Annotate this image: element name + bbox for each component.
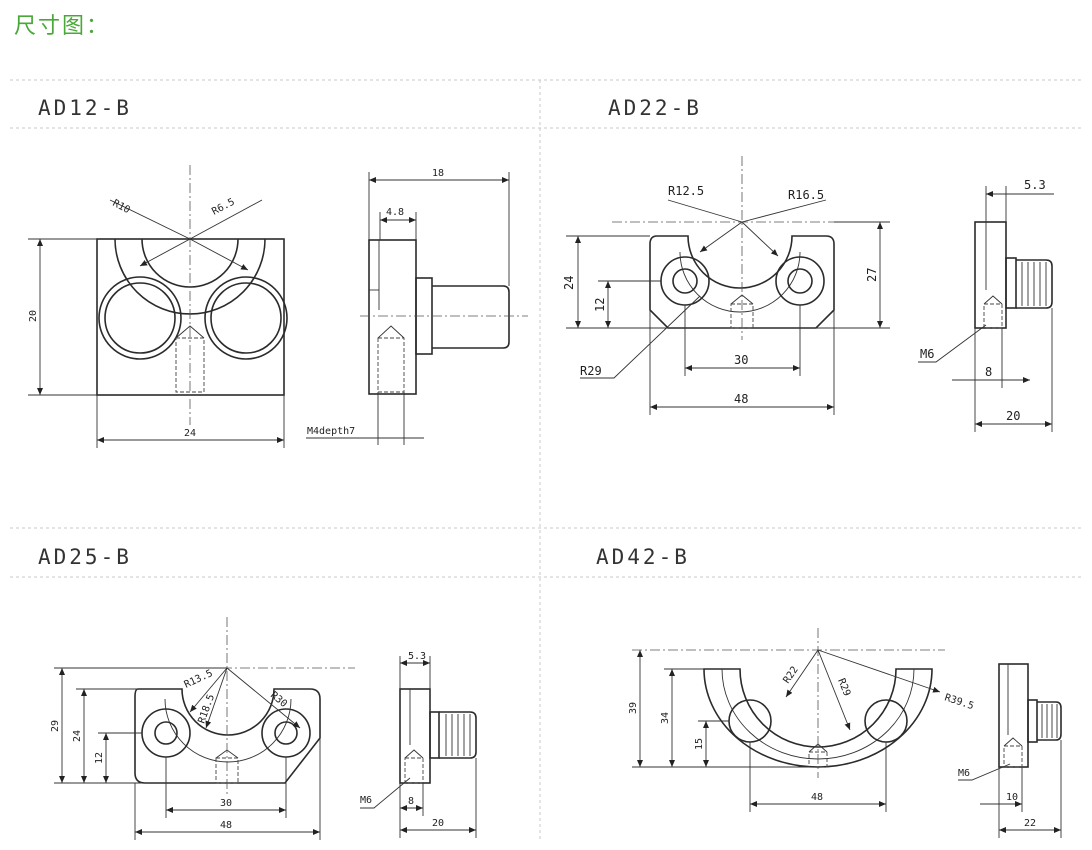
ad22-dim-r29: R29 xyxy=(580,364,602,378)
ad25-dim-r18.5: R18.5 xyxy=(196,693,217,725)
ad25-dim-hole-spacing: 30 xyxy=(220,798,232,809)
ad22-dim-height-left: 24 xyxy=(562,276,576,290)
ad25-front-view xyxy=(54,617,355,840)
ad42-dim-r22: R22 xyxy=(781,665,800,686)
ad25-dim-height-total: 29 xyxy=(50,720,61,732)
ad42-dim-thread: M6 xyxy=(958,768,970,779)
panel-title-ad12: AD12-B xyxy=(38,96,132,120)
ad22-dim-r16.5: R16.5 xyxy=(788,188,824,202)
ad25-side-view xyxy=(360,656,477,838)
ad12-dim-offset: 4.8 xyxy=(386,207,404,218)
ad22-dim-r12.5: R12.5 xyxy=(668,184,704,198)
ad22-dim-thread: M6 xyxy=(920,347,934,361)
ad25-dim-depth: 20 xyxy=(432,818,444,829)
ad42-dim-depth: 22 xyxy=(1024,818,1036,829)
ad22-dim-hole-height: 12 xyxy=(593,298,607,312)
ad22-dim-width: 48 xyxy=(734,392,748,406)
ad25-dim-hole-pos: 8 xyxy=(408,796,414,807)
ad42-dim-hole-pos: 10 xyxy=(1006,792,1018,803)
ad22-dim-height-right: 27 xyxy=(865,268,879,282)
ad42-side-view xyxy=(958,663,1062,838)
ad22-front-view xyxy=(566,156,890,415)
ad12-dim-depth: 18 xyxy=(432,168,444,179)
ad22-dim-depth: 20 xyxy=(1006,409,1020,423)
ad22-dim-hole-spacing: 30 xyxy=(734,353,748,367)
ad42-dim-height-total: 39 xyxy=(628,702,639,714)
ad42-dim-r29: R29 xyxy=(835,677,852,698)
ad22-dim-offset: 5.3 xyxy=(1024,178,1046,192)
ad42-dim-hole-height: 15 xyxy=(694,738,705,750)
ad25-dim-offset: 5.3 xyxy=(408,651,426,662)
panel-title-ad22: AD22-B xyxy=(608,96,702,120)
ad42-dim-hole-spacing: 48 xyxy=(811,792,823,803)
ad25-dim-thread: M6 xyxy=(360,795,372,806)
panel-title-ad42: AD42-B xyxy=(596,545,690,569)
ad12-dim-thread: M4depth7 xyxy=(307,426,355,437)
ad12-dim-r10: R10 xyxy=(111,198,132,216)
ad22-side-view xyxy=(918,186,1054,432)
ad25-dim-height: 24 xyxy=(72,730,83,742)
panel-title-ad25: AD25-B xyxy=(38,545,132,569)
page-title: 尺寸图： xyxy=(14,14,111,39)
ad25-dim-width: 48 xyxy=(220,820,232,831)
ad12-dim-height: 20 xyxy=(28,310,39,322)
panel-separators xyxy=(10,79,1082,840)
ad12-dim-width: 24 xyxy=(184,428,196,439)
ad12-dim-r6.5: R6.5 xyxy=(210,197,236,218)
ad12-side-view xyxy=(306,172,528,445)
ad42-dim-height: 34 xyxy=(660,712,671,724)
ad12-front-view xyxy=(28,165,288,448)
ad25-dim-hole-height: 12 xyxy=(94,752,105,764)
ad22-dim-hole-pos: 8 xyxy=(985,365,992,379)
ad25-dim-r13.5: R13.5 xyxy=(183,668,215,691)
ad42-dim-r39.5: R39.5 xyxy=(943,692,975,712)
ad42-front-view xyxy=(632,628,945,812)
